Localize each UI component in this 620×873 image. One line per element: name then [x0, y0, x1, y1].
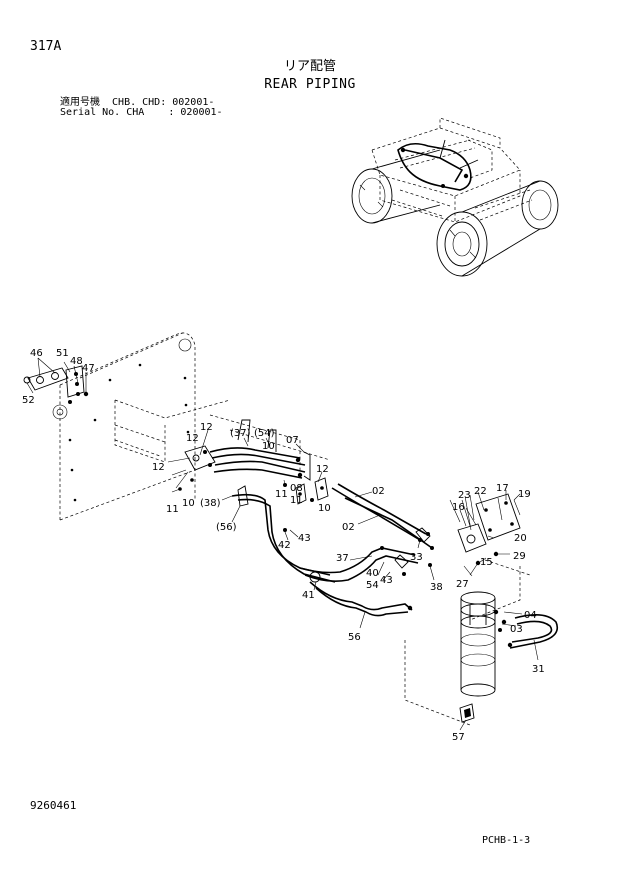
hoses-37-40-54-56 — [299, 546, 432, 617]
callout-31: 31 — [532, 664, 545, 675]
leader-lines — [167, 429, 539, 731]
callout-03: 03 — [510, 624, 523, 635]
callout-52: 52 — [22, 395, 35, 406]
valve-bracket-right — [404, 493, 531, 726]
callout-02-upper: 02 — [372, 486, 385, 497]
machine-overview-illustration — [351, 117, 559, 277]
callout-27: 27 — [456, 579, 469, 590]
callout-56-ref: (56) — [216, 522, 237, 533]
callout-12-upper: 12 — [200, 422, 213, 433]
callout-40: 40 — [366, 568, 379, 579]
callout-41: 41 — [302, 590, 315, 601]
callout-12-left: 12 — [152, 462, 165, 473]
callout-47: 47 — [82, 363, 95, 374]
callout-04: 04 — [524, 610, 537, 621]
callout-22: 22 — [474, 486, 487, 497]
callout-54: 54 — [366, 580, 379, 591]
callout-43-left: 43 — [298, 533, 311, 544]
sheet-code: PCHB-1-3 — [482, 835, 531, 846]
callout-46: 46 — [30, 348, 43, 359]
main-frame-outline — [52, 331, 331, 521]
valve-block-and-hoses — [171, 419, 336, 583]
callout-10-upper: 10 — [262, 441, 275, 452]
callout-15: 15 — [480, 557, 493, 568]
callout-11-left: 11 — [166, 504, 179, 515]
applicable-model-line: 適用号機 CHB. CHD: 002001- — [60, 97, 215, 108]
callout-42: 42 — [278, 540, 291, 551]
document-number: 9260461 — [30, 799, 77, 812]
callout-56: 56 — [348, 632, 361, 643]
callout-43-right: 43 — [380, 575, 393, 586]
hoses-02 — [331, 483, 434, 550]
title-english: REAR PIPING — [264, 77, 356, 92]
callout-48: 48 — [70, 356, 83, 367]
callout-12-right: 12 — [316, 464, 329, 475]
callout-02-lower: 02 — [342, 522, 355, 533]
callout-16: 16 — [452, 502, 465, 513]
callout-51: 51 — [56, 348, 69, 359]
callout-37-ref: (37) — [230, 428, 251, 439]
callout-20: 20 — [514, 533, 527, 544]
callout-29: 29 — [513, 551, 526, 562]
title-japanese: リア配管 — [283, 59, 336, 74]
callout-07: 07 — [286, 435, 299, 446]
callout-08: 08 — [290, 483, 303, 494]
callout-57: 57 — [452, 732, 465, 743]
callout-19: 19 — [518, 489, 531, 500]
swivel-joint — [459, 591, 559, 723]
callout-10-left: 10 — [182, 498, 195, 509]
callout-17: 17 — [496, 483, 509, 494]
part-callouts: 46 51 48 47 52 12 12 12 (37) (54) 07 10 … — [22, 348, 545, 743]
callout-33: 33 — [410, 552, 423, 563]
callout-37: 37 — [336, 553, 349, 564]
callout-38-ref: (38) — [200, 498, 221, 509]
callout-38: 38 — [430, 582, 443, 593]
serial-number-line: Serial No. CHA : 020001- — [60, 107, 223, 118]
page-number: 317A — [30, 39, 62, 54]
bracket-assembly-left — [23, 357, 89, 404]
callout-54-ref: (54) — [254, 428, 275, 439]
callout-10-right: 10 — [318, 503, 331, 514]
callout-11-mid: 11 — [275, 489, 288, 500]
callout-23: 23 — [458, 490, 471, 501]
callout-12-mid: 12 — [186, 433, 199, 444]
callout-11-right: 11 — [290, 495, 303, 506]
